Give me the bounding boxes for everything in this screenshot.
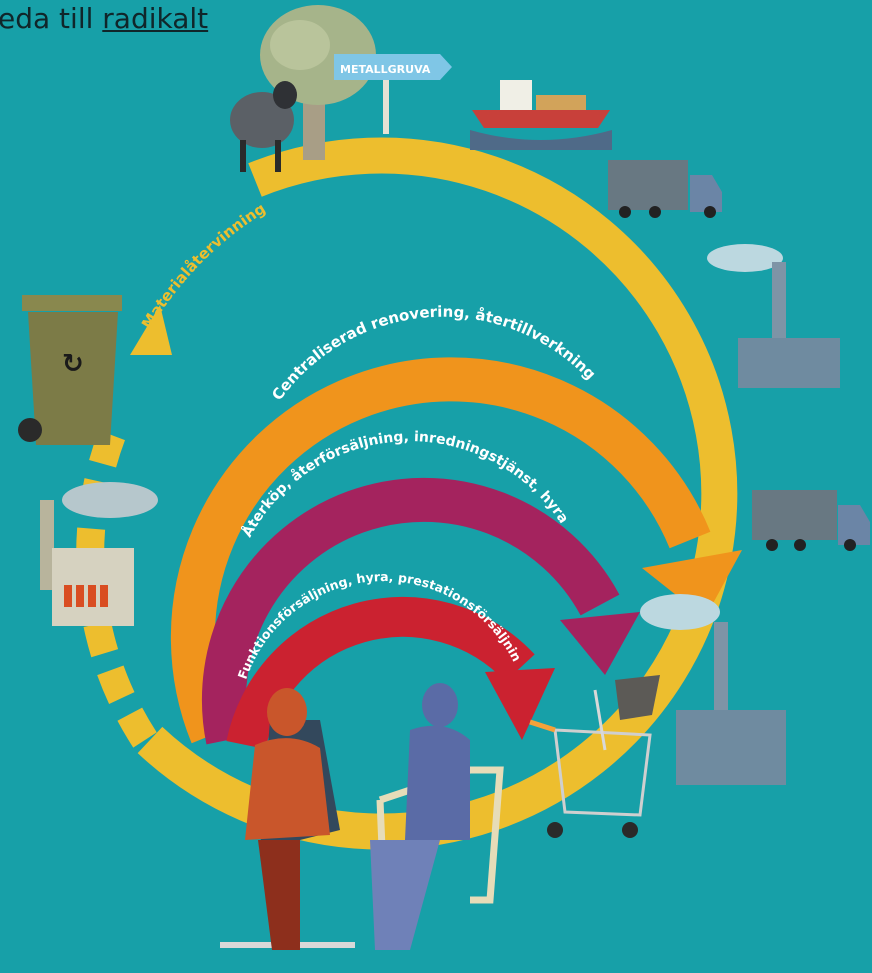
sheep-icon (230, 81, 297, 172)
signpost-label: METALLGRUVA (340, 63, 431, 76)
person-icon (370, 683, 470, 950)
chair-icon (593, 675, 660, 751)
outer-loop-arrowhead (130, 305, 172, 355)
header-link[interactable]: radikalt (102, 2, 209, 35)
signpost-icon: METALLGRUVA (334, 54, 452, 134)
orange-loop-arrowhead (642, 550, 742, 618)
red-loop-arrowhead (485, 668, 555, 740)
recycling-bin-icon: ↻ (18, 295, 122, 445)
person-icon (245, 688, 330, 950)
factory-icon (640, 594, 786, 785)
outer-loop-label: Materialåtervinning (138, 199, 269, 332)
header-prefix: eda till (0, 2, 103, 35)
ship-icon (470, 80, 612, 150)
magenta-loop-arrowhead (560, 612, 640, 675)
shopping-cart-icon (529, 719, 652, 838)
power-plant-icon (40, 482, 158, 626)
truck-icon (752, 490, 870, 551)
factory-icon (707, 244, 840, 388)
truck-icon (608, 160, 722, 218)
recycle-symbol: ↻ (62, 349, 84, 379)
header-text: eda till radikalt (0, 2, 208, 35)
